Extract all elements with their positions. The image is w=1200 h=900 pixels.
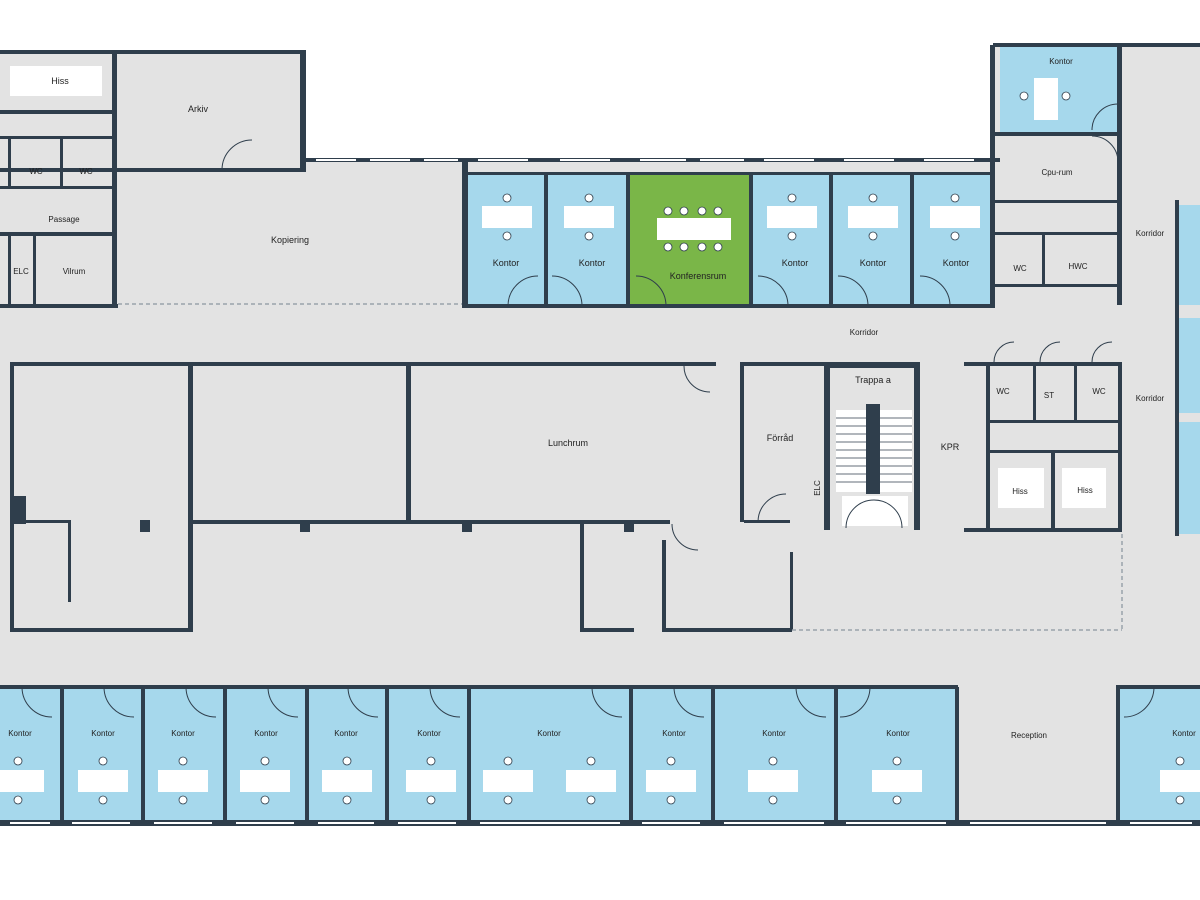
furniture — [0, 66, 1200, 792]
label-arkiv: Arkiv — [188, 104, 208, 114]
doors — [21, 103, 1155, 718]
label-kontor-top-5: Kontor — [943, 258, 970, 268]
label-passage: Passage — [48, 215, 80, 224]
office-bottom-1[interactable] — [0, 687, 60, 822]
office-right-strip-1 — [1178, 205, 1200, 305]
label-wc-right-1: WC — [1013, 264, 1027, 273]
label-kontor-bottom-5: Kontor — [334, 729, 358, 738]
label-kontor-top-2: Kontor — [579, 258, 606, 268]
label-konferensrum: Konferensrum — [670, 271, 727, 281]
label-wc-left-1: WC — [29, 167, 43, 176]
label-vilrum: Vilrum — [63, 267, 86, 276]
label-kontor-bottom-7: Kontor — [537, 729, 561, 738]
label-kontor-bottom-right: Kontor — [1172, 729, 1196, 738]
label-hiss-top: Hiss — [51, 76, 69, 86]
label-hiss-core-1: Hiss — [1012, 487, 1028, 496]
label-forrad: Förråd — [767, 433, 794, 443]
office-right-strip-3 — [1178, 422, 1200, 534]
office-bottom-7[interactable] — [470, 687, 630, 822]
label-wc-core-1: WC — [996, 387, 1010, 396]
windows — [10, 159, 1192, 824]
label-elc-left: ELC — [13, 267, 29, 276]
label-lunchrum: Lunchrum — [548, 438, 588, 448]
stair-a — [836, 404, 912, 526]
label-kopiering: Kopiering — [271, 235, 309, 245]
label-kontor-bottom-6: Kontor — [417, 729, 441, 738]
office-bottom-11[interactable] — [1119, 687, 1200, 822]
label-kontor-bottom-4: Kontor — [254, 729, 278, 738]
label-reception: Reception — [1011, 731, 1047, 740]
label-korridor-mid: Korridor — [850, 328, 879, 337]
label-kontor-top-4: Kontor — [860, 258, 887, 268]
label-trappa-a: Trappa a — [855, 375, 891, 385]
label-elc-mid: ELC — [813, 480, 822, 496]
label-kontor-bottom-10: Kontor — [886, 729, 910, 738]
label-hwc: HWC — [1068, 262, 1087, 271]
label-korridor-right-2: Korridor — [1136, 394, 1165, 403]
label-kontor-bottom-8: Kontor — [662, 729, 686, 738]
label-kontor-top-right: Kontor — [1049, 57, 1073, 66]
label-wc-left-2: WC — [79, 167, 93, 176]
label-korridor-right-1: Korridor — [1136, 229, 1165, 238]
label-kontor-bottom-9: Kontor — [762, 729, 786, 738]
label-kontor-top-1: Kontor — [493, 258, 520, 268]
office-top-5[interactable] — [914, 174, 992, 306]
chairs — [13, 91, 1185, 805]
office-rooms — [0, 45, 1200, 822]
office-right-strip-2 — [1178, 318, 1200, 413]
label-kontor-bottom-3: Kontor — [171, 729, 195, 738]
label-hiss-core-2: Hiss — [1077, 486, 1093, 495]
label-kpr: KPR — [941, 442, 960, 452]
label-wc-core-2: WC — [1092, 387, 1106, 396]
label-kontor-top-3: Kontor — [782, 258, 809, 268]
label-cpu-rum: Cpu-rum — [1041, 168, 1072, 177]
label-kontor-bottom-2: Kontor — [91, 729, 115, 738]
office-top-2[interactable] — [547, 174, 627, 306]
dashed-boundaries — [118, 303, 1123, 631]
office-top-right[interactable] — [1000, 45, 1120, 133]
label-kontor-bottom-1: Kontor — [8, 729, 32, 738]
room-labels: Hiss Arkiv WC WC Passage ELC Vilrum Kopi… — [8, 57, 1196, 740]
label-st: ST — [1044, 391, 1054, 400]
